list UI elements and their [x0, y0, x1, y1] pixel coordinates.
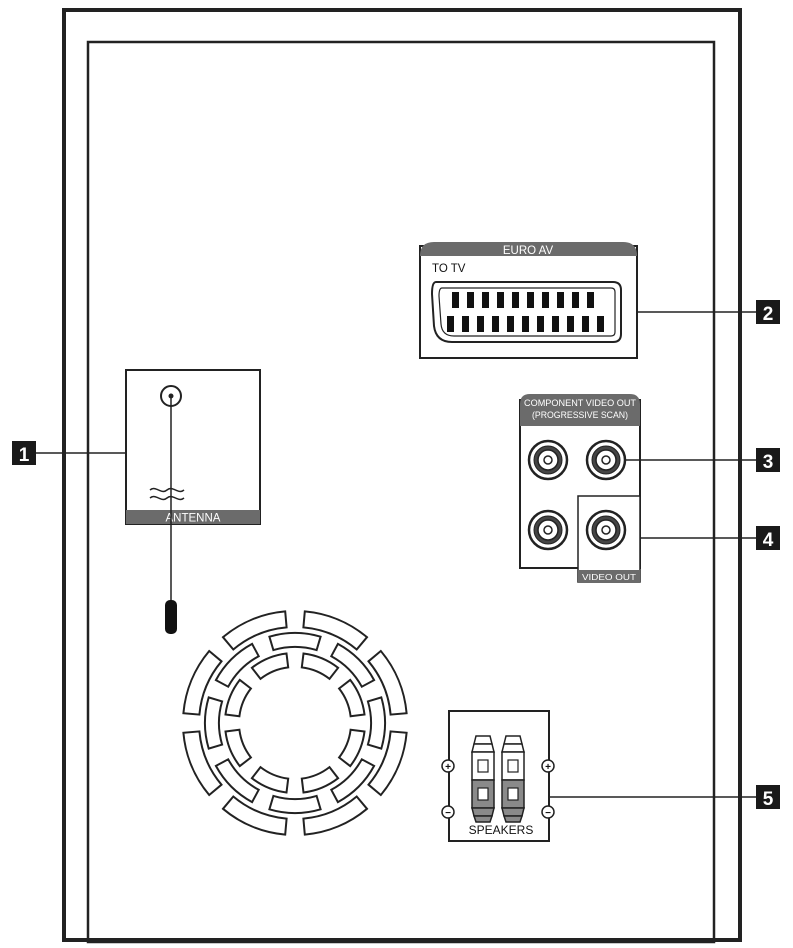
vent-slot: [329, 642, 376, 689]
antenna-section: ANTENNA: [64, 369, 261, 634]
antenna-plug: [165, 600, 177, 634]
scart-pin: [597, 316, 604, 332]
scart-pin: [492, 316, 499, 332]
vent-slot: [214, 642, 261, 689]
scart-pin: [557, 292, 564, 308]
component-title-line2: (PROGRESSIVE SCAN): [532, 410, 628, 420]
minus-symbol-left: −: [445, 808, 451, 819]
minus-symbol-right: −: [545, 808, 551, 819]
callout-number-3: 3: [763, 452, 774, 473]
video-out-label: VIDEO OUT: [582, 572, 636, 582]
speakers-section: SPEAKERS + − + −: [441, 710, 756, 842]
scart-connector-inner: [438, 287, 616, 337]
vent-slot: [250, 765, 290, 794]
rca-jack-video-out[interactable]: [585, 509, 627, 551]
antenna-label: ANTENNA: [166, 513, 221, 525]
scart-pin: [447, 316, 454, 332]
minus-symbol-right-circle: [541, 805, 555, 819]
callout-badge-2: 2: [756, 300, 780, 325]
scart-pins: [447, 292, 604, 332]
fan-vent: [182, 610, 408, 836]
euro-av-title: EURO AV: [503, 245, 554, 257]
antenna-jack-inner: [168, 393, 174, 399]
vent-slot: [300, 765, 340, 794]
speaker-terminal-left[interactable]: [471, 735, 495, 823]
vent-slot: [268, 794, 322, 814]
vent-slot: [250, 652, 290, 681]
callout-badge-4: 4: [756, 526, 780, 551]
vent-slot: [367, 730, 408, 797]
vent-slot: [302, 795, 369, 836]
scart-pin: [567, 316, 574, 332]
vent-slot: [224, 678, 253, 718]
scart-pin: [477, 316, 484, 332]
antenna-wave-1: [149, 487, 185, 493]
vent-slot: [366, 696, 386, 750]
rca-jack-pb[interactable]: [585, 439, 627, 481]
scart-pin: [482, 292, 489, 308]
antenna-wave-2: [149, 495, 185, 501]
plus-symbol-left-circle: [441, 759, 455, 773]
euro-av-title-bar: [420, 242, 637, 256]
vent-slot: [268, 632, 322, 652]
callout-badge-1: 1: [12, 441, 36, 466]
speakers-label: SPEAKERS: [469, 823, 534, 837]
vent-slot: [367, 649, 408, 716]
component-title-line1: COMPONENT VIDEO OUT: [524, 398, 637, 408]
speaker-terminal-right[interactable]: [501, 735, 525, 823]
plus-symbol-left: +: [445, 762, 451, 773]
rca-jack-y[interactable]: [527, 439, 569, 481]
vent-slot: [337, 678, 366, 718]
scart-pin: [467, 292, 474, 308]
component-video-section: COMPONENT VIDEO OUT (PROGRESSIVE SCAN) V…: [519, 394, 756, 583]
callout-badge-5: 5: [756, 785, 780, 810]
plus-symbol-right: +: [545, 762, 551, 773]
antenna-label-bar: [126, 510, 260, 524]
callout-badge-3: 3: [756, 448, 780, 473]
speakers-box: [448, 710, 550, 842]
scart-pin: [527, 292, 534, 308]
scart-pin: [587, 292, 594, 308]
vent-slot: [300, 652, 340, 681]
scart-connector-outer[interactable]: [430, 281, 622, 343]
scart-pin: [497, 292, 504, 308]
scart-pin: [522, 316, 529, 332]
scart-pin: [552, 316, 559, 332]
scart-pin: [512, 292, 519, 308]
vent-slot: [337, 728, 366, 768]
scart-pin: [452, 292, 459, 308]
callout-number-5: 5: [763, 789, 774, 810]
scart-pin: [582, 316, 589, 332]
scart-pin: [462, 316, 469, 332]
scart-pin: [542, 292, 549, 308]
callout-number-4: 4: [763, 530, 774, 551]
euro-av-sublabel: TO TV: [432, 263, 466, 275]
antenna-box: [125, 369, 261, 525]
vent-slot: [221, 795, 288, 836]
vent-slot: [224, 728, 253, 768]
euro-av-section: EURO AV TO TV: [419, 242, 756, 359]
scart-pin: [537, 316, 544, 332]
component-title-bar: [520, 394, 640, 426]
vent-slot: [182, 730, 223, 797]
callout-number-1: 1: [19, 445, 30, 466]
vent-slot: [221, 610, 288, 651]
inner-frame: [86, 40, 716, 944]
rca-jack-pr[interactable]: [527, 509, 569, 551]
minus-symbol-left-circle: [441, 805, 455, 819]
callout-number-2: 2: [763, 304, 774, 325]
scart-pin: [572, 292, 579, 308]
vent-slot: [214, 757, 261, 804]
vent-slot: [329, 757, 376, 804]
scart-pin: [507, 316, 514, 332]
vent-slot: [302, 610, 369, 651]
vent-slot: [204, 696, 224, 750]
video-out-label-bar: [578, 570, 640, 583]
plus-symbol-right-circle: [541, 759, 555, 773]
vent-slot: [182, 649, 223, 716]
